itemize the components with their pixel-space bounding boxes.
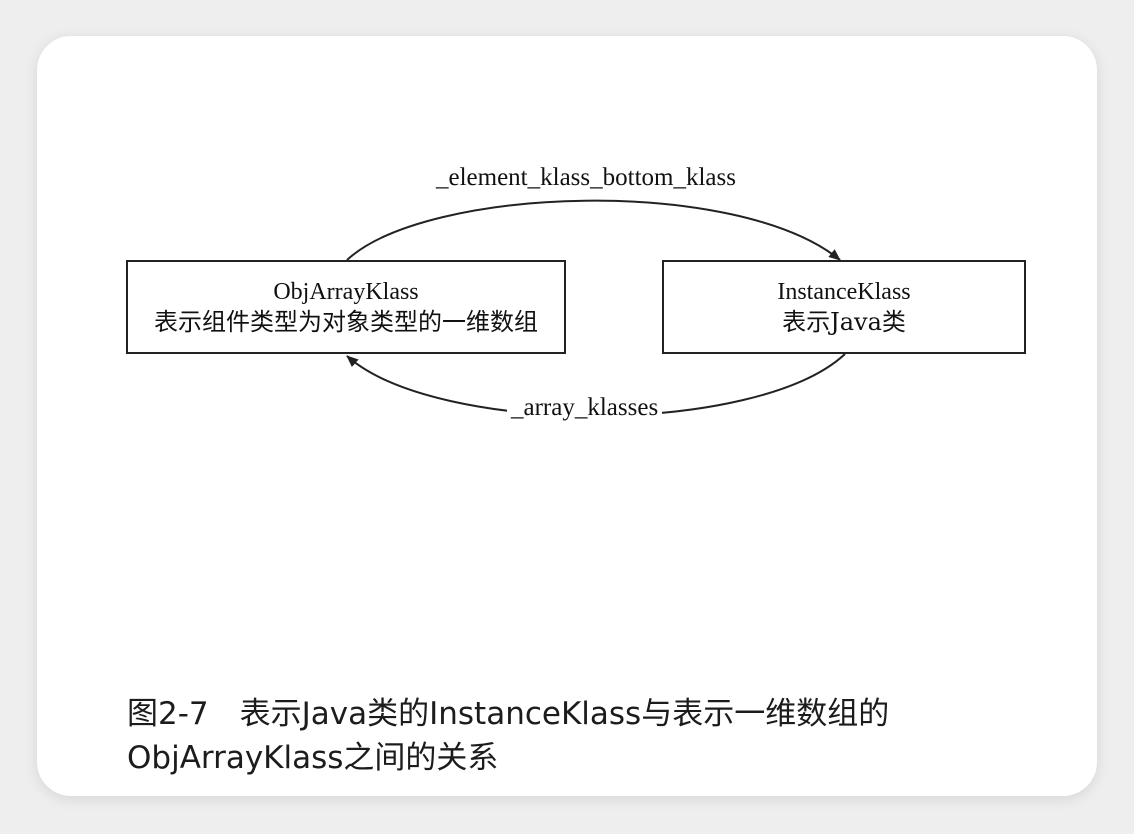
figure-card: _element_klass_bottom_klass _array_klass…	[37, 36, 1097, 796]
caption-line-2: ObjArrayKlass之间的关系	[127, 740, 499, 776]
figure-caption: 图2-7 表示Java类的InstanceKlass与表示一维数组的 ObjAr…	[127, 692, 1027, 780]
instanceklass-description: 表示Java类	[782, 308, 906, 336]
objarrayklass-name: ObjArrayKlass	[273, 279, 419, 305]
caption-line-1: 图2-7 表示Java类的InstanceKlass与表示一维数组的	[127, 696, 890, 732]
objarrayklass-description: 表示组件类型为对象类型的一维数组	[154, 308, 538, 336]
class-relationship-diagram: _element_klass_bottom_klass _array_klass…	[37, 36, 1097, 496]
objarrayklass-node: ObjArrayKlass 表示组件类型为对象类型的一维数组	[126, 260, 566, 354]
element-klass-arrow	[346, 199, 841, 261]
array-klasses-edge-label: _array_klasses	[507, 394, 663, 422]
instanceklass-name: InstanceKlass	[777, 279, 911, 305]
element-klass-edge-label: _element_klass_bottom_klass	[432, 164, 740, 192]
instanceklass-node: InstanceKlass 表示Java类	[662, 260, 1026, 354]
